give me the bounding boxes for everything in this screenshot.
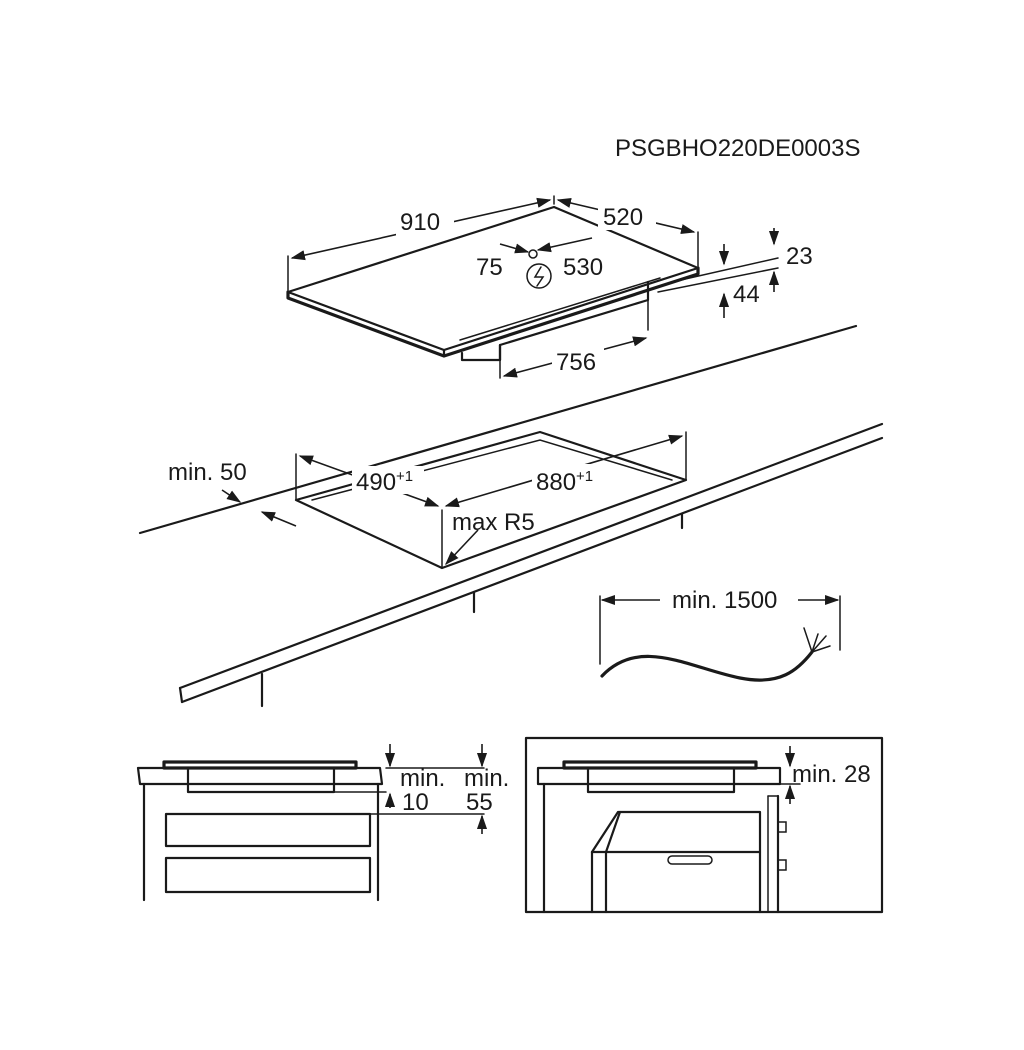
connection-depth-label: 530	[563, 254, 603, 281]
cutout-dimension-lines	[221, 434, 684, 566]
hob-width-label: 910	[400, 209, 440, 236]
drawing-code: PSGBHO220DE0003S	[615, 135, 860, 162]
cutout-width-value: 880	[536, 469, 576, 496]
total-height-label: 44	[733, 281, 760, 308]
hob-depth-label: 520	[603, 204, 643, 231]
oven-min-gap-label: min. 28	[792, 761, 871, 788]
hob-dimension-lines	[287, 195, 780, 378]
cutout-width-tolerance: +1	[576, 468, 593, 485]
cable-length-label: min. 1500	[672, 587, 777, 614]
cutout-depth-value: 490	[356, 469, 396, 496]
oven-installation-drawing	[524, 736, 884, 914]
connection-offset-label: 75	[476, 254, 503, 281]
cutout-min-edge-label: min. 50	[168, 459, 247, 486]
cutout-radius-label: max R5	[452, 509, 535, 536]
drawer-min-space-label-line2: 55	[466, 789, 493, 816]
hob-drawing	[286, 205, 779, 379]
cutout-width-label: 880+1	[536, 468, 593, 496]
drawer-min-gap-label-line1: min.	[400, 765, 445, 792]
plug-symbol-icon	[526, 263, 552, 289]
drawer-min-space-label-line1: min.	[464, 765, 509, 792]
cable-drawing	[599, 594, 841, 682]
box-width-label: 756	[556, 349, 596, 376]
connection-point-icon	[528, 249, 538, 259]
glass-thickness-label: 23	[786, 243, 813, 270]
drawer-installation-drawing	[136, 744, 488, 902]
cutout-depth-tolerance: +1	[396, 468, 413, 485]
drawer-min-gap-label-line2: 10	[402, 789, 429, 816]
cutout-depth-label: 490+1	[356, 468, 413, 496]
